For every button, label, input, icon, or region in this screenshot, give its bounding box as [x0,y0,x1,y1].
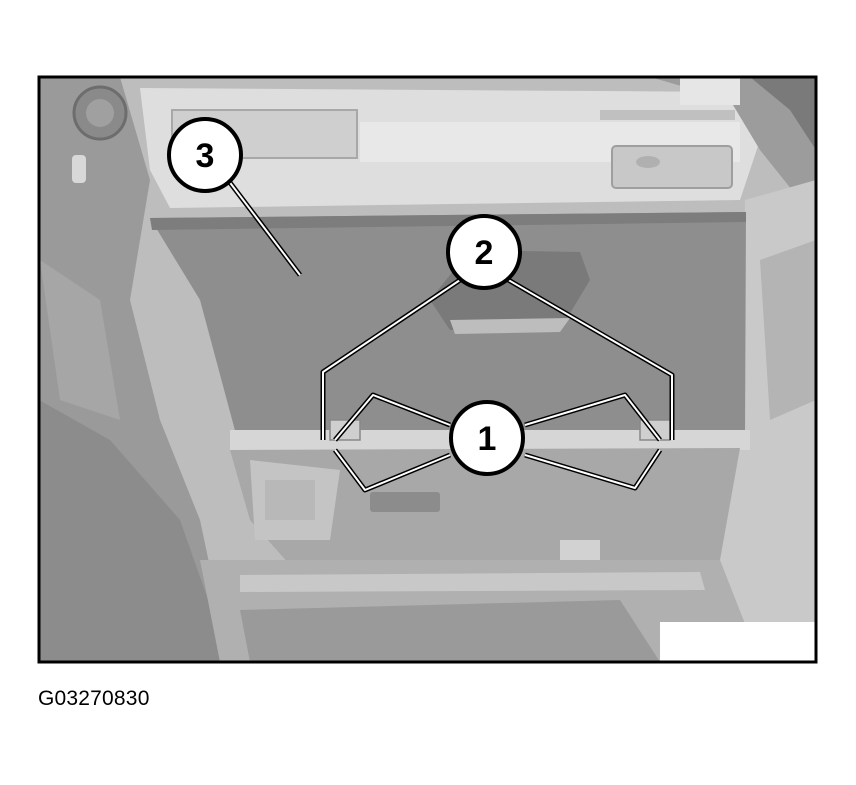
figure-frame [37,75,818,664]
callout-3-number: 3 [196,137,215,175]
leader-line-3 [227,179,301,276]
callout-1: 1 [449,400,525,476]
callout-2-number: 2 [475,234,494,272]
callout-2: 2 [446,214,522,290]
dashboard-scene [39,77,816,662]
callout-1-number: 1 [478,420,497,458]
callout-3: 3 [167,117,243,193]
figure-caption: G03270830 [38,687,150,710]
